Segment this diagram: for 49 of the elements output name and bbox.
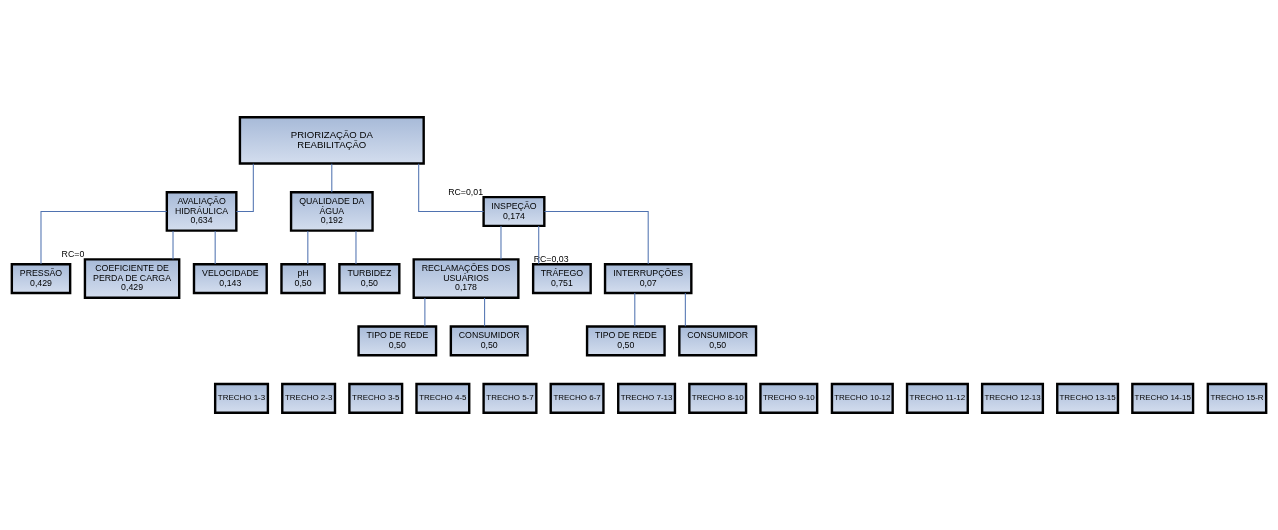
connector xyxy=(424,297,426,327)
node-label: RC=0,03 xyxy=(533,253,569,264)
node-box: TRECHO 3-5 xyxy=(348,382,404,414)
node-box: TRECHO 4-5 xyxy=(415,382,471,414)
node-box: INTERRUPÇÕES 0,07 xyxy=(603,263,693,295)
node-box: TRECHO 13-15 xyxy=(1056,382,1120,414)
node-box: TRECHO 14-15 xyxy=(1131,382,1195,414)
node-box: CONSUMIDOR 0,50 xyxy=(449,325,529,357)
node-box: RECLAMAÇÕES DOS USUÁRIOS 0,178 xyxy=(412,258,520,299)
connector xyxy=(235,163,254,212)
node-box: TRECHO 15-R xyxy=(1206,382,1268,414)
connector xyxy=(484,297,486,327)
node-box: COEFICIENTE DE PERDA DE CARGA 0,429 xyxy=(83,258,181,299)
node-box: TIPO DE REDE 0,50 xyxy=(357,325,438,357)
connector xyxy=(684,292,686,327)
node-box: TRECHO 5-7 xyxy=(482,382,538,414)
connector xyxy=(307,230,309,265)
connector xyxy=(355,230,357,265)
node-box: CONSUMIDOR 0,50 xyxy=(678,325,758,357)
node-box: pH 0,50 xyxy=(280,263,326,295)
node-box: TRECHO 1-3 xyxy=(213,382,270,414)
connector xyxy=(172,230,174,260)
connector xyxy=(418,163,485,212)
connector xyxy=(500,225,502,260)
node-box: TRECHO 8-10 xyxy=(688,382,748,414)
node-box: PRIORIZAÇÃO DA REABILITAÇÃO xyxy=(238,116,425,165)
connector xyxy=(40,210,168,265)
node-box: TRÁFEGO 0,751 xyxy=(531,263,592,295)
connector xyxy=(331,163,333,193)
node-box: INSPEÇÃO 0,174 xyxy=(482,195,546,228)
node-box: QUALIDADE DA ÁGUA 0,192 xyxy=(289,191,374,232)
connector xyxy=(634,292,636,327)
connector xyxy=(538,225,540,265)
node-box: TRECHO 11-12 xyxy=(905,382,969,414)
node-box: PRESSÃO 0,429 xyxy=(10,263,72,295)
node-box: TRECHO 7-13 xyxy=(617,382,677,414)
node-label: RC=0 xyxy=(61,248,85,259)
node-box: TRECHO 12-13 xyxy=(980,382,1045,414)
node-label: RC=0,01 xyxy=(448,186,484,197)
node-box: TRECHO 2-3 xyxy=(281,382,337,414)
node-box: TIPO DE REDE 0,50 xyxy=(585,325,666,357)
connector xyxy=(214,230,216,265)
node-box: AVALIAÇÃO HIDRÁULICA 0,634 xyxy=(165,191,238,232)
node-box: TURBIDEZ 0,50 xyxy=(338,263,401,295)
node-box: TRECHO 9-10 xyxy=(759,382,819,414)
connector xyxy=(543,210,649,265)
node-box: TRECHO 10-12 xyxy=(830,382,894,414)
node-box: VELOCIDADE 0,143 xyxy=(192,263,268,295)
node-box: TRECHO 6-7 xyxy=(549,382,605,414)
